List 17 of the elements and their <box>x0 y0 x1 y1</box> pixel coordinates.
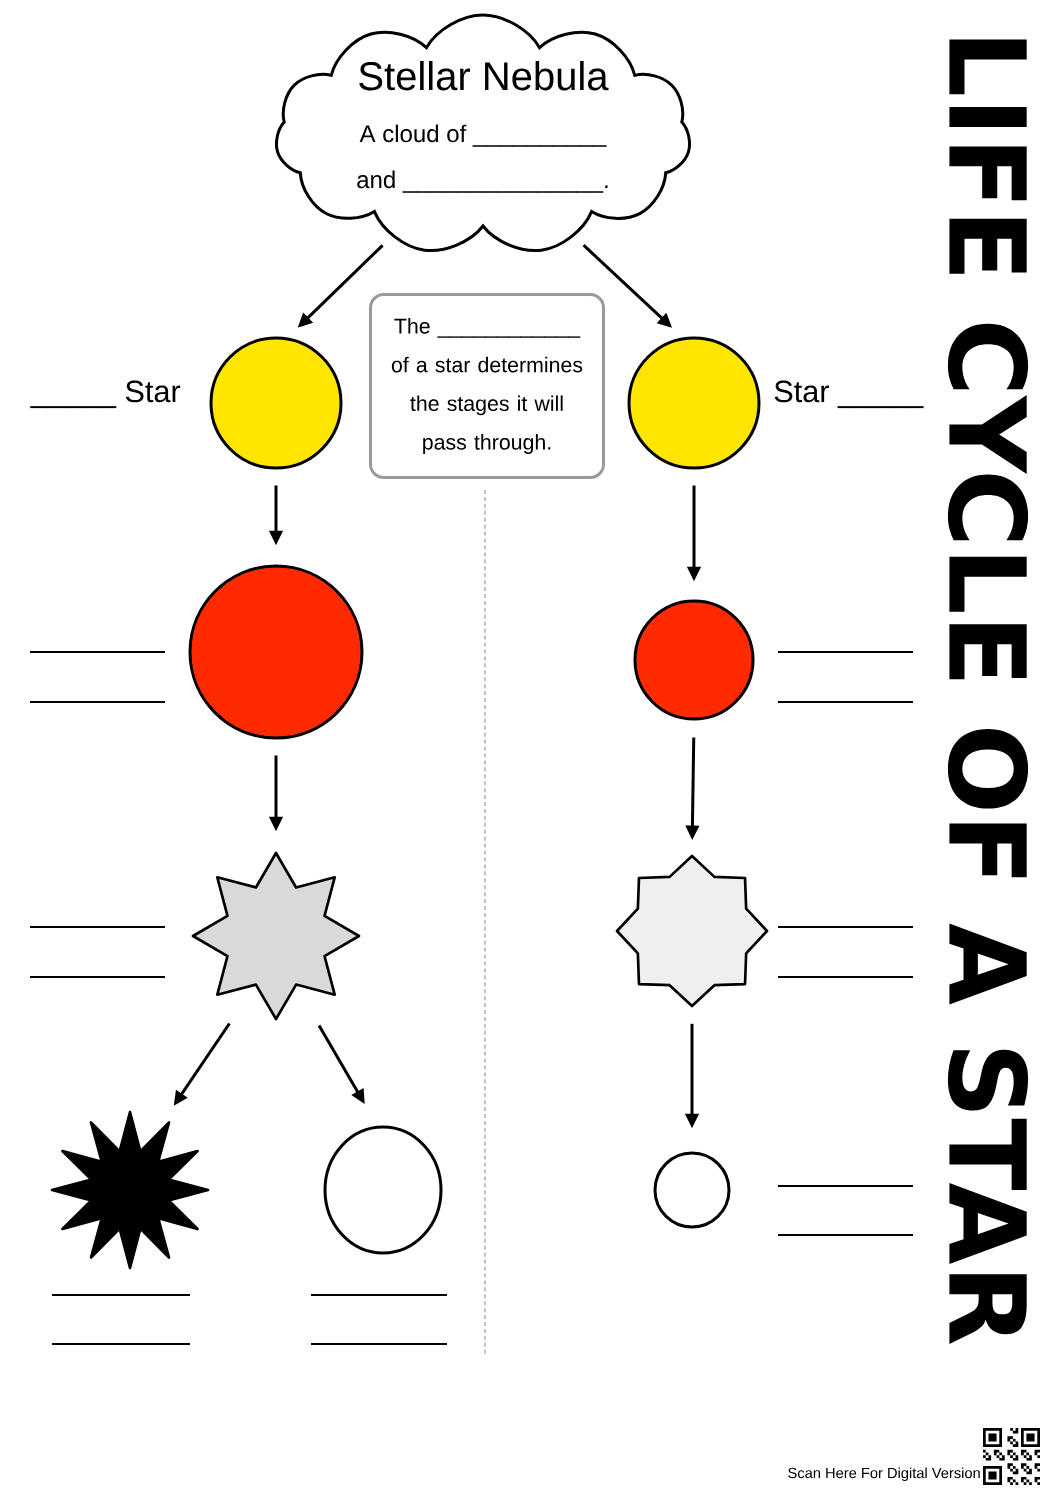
heading: Stellar Nebula <box>359 61 609 91</box>
stage-label: Star _____ <box>774 380 924 409</box>
text-box: The ____________ of a star determines the stages it will pass through. <box>369 293 605 479</box>
circle <box>653 1151 731 1229</box>
stage-label: _____ Star <box>30 380 181 409</box>
circle <box>209 336 343 470</box>
circle <box>323 1125 443 1255</box>
cloud <box>274 13 692 253</box>
circle <box>633 599 755 721</box>
star <box>615 854 769 1008</box>
body-text: A cloud of __________ and _______________. <box>357 124 608 193</box>
title: LIFE CYCLE OF A STAR <box>947 39 1029 1345</box>
star <box>191 851 361 1021</box>
circle <box>627 336 761 470</box>
footer-note: Scan Here For Digital Version <box>788 1467 980 1482</box>
circle <box>188 564 364 740</box>
starburst <box>50 1110 210 1270</box>
